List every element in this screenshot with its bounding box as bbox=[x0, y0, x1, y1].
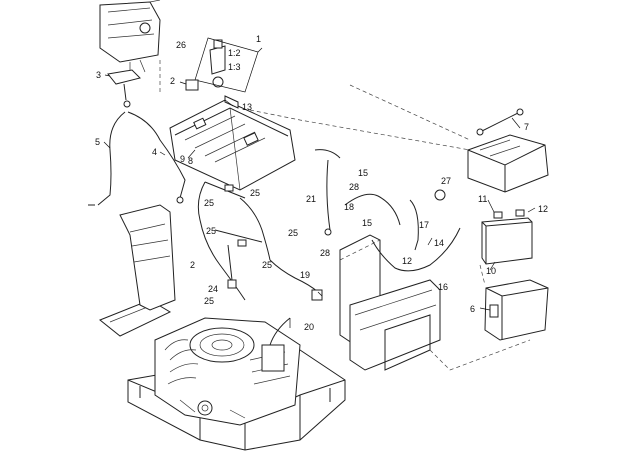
wire-4 bbox=[127, 111, 186, 199]
right-frame bbox=[339, 234, 441, 371]
wire-20 bbox=[269, 317, 291, 346]
left-tower bbox=[119, 204, 176, 311]
wire-5 bbox=[97, 111, 126, 206]
callout-1-2: 1:2 bbox=[228, 48, 241, 58]
callout-25-low: 25 bbox=[262, 260, 272, 270]
callout-25-mid: 25 bbox=[206, 226, 216, 236]
callout-7: 7 bbox=[524, 122, 529, 132]
callout-27: 27 bbox=[441, 176, 451, 186]
callout-1: 1 bbox=[256, 34, 261, 44]
callout-25-left: 25 bbox=[204, 198, 214, 208]
control-console bbox=[169, 95, 296, 191]
cable-21 bbox=[314, 149, 341, 236]
callout-6: 6 bbox=[470, 304, 475, 314]
callout-24: 24 bbox=[208, 284, 218, 294]
fuse bbox=[434, 189, 446, 201]
callout-2: 2 bbox=[170, 76, 175, 86]
callout-8: 8 bbox=[188, 156, 193, 166]
key-switch bbox=[194, 37, 259, 93]
callout-15-lower: 15 bbox=[362, 218, 372, 228]
callout-14: 14 bbox=[434, 238, 444, 248]
callout-25-right: 25 bbox=[288, 228, 298, 238]
cable-17 bbox=[409, 199, 419, 251]
callout-3: 3 bbox=[96, 70, 101, 80]
callout-11: 11 bbox=[478, 194, 487, 204]
callout-4: 4 bbox=[152, 147, 157, 157]
callout-1-3: 1:3 bbox=[228, 62, 241, 72]
callout-19: 19 bbox=[300, 270, 310, 280]
callout-25-bottom: 25 bbox=[204, 296, 214, 306]
engine bbox=[154, 317, 301, 426]
callout-28: 28 bbox=[349, 182, 359, 192]
callout-leaders bbox=[103, 47, 536, 328]
callout-25-top: 25 bbox=[250, 188, 260, 198]
callout-labels: 1 1:2 1:3 2 2 3 4 5 6 7 8 9 10 11 12 12 … bbox=[95, 34, 548, 332]
callout-15: 15 bbox=[358, 168, 368, 178]
hold-down-rod bbox=[479, 111, 521, 133]
callout-17: 17 bbox=[419, 220, 429, 230]
main-harness bbox=[197, 181, 323, 301]
callout-10: 10 bbox=[486, 266, 496, 276]
leader-lines bbox=[159, 60, 531, 371]
cable-18 bbox=[344, 193, 401, 226]
callout-12-lower: 12 bbox=[402, 256, 412, 266]
callout-12: 12 bbox=[538, 204, 548, 214]
callout-28-lower: 28 bbox=[320, 248, 330, 258]
relay bbox=[185, 79, 199, 91]
callout-13: 13 bbox=[242, 102, 252, 112]
callout-18: 18 bbox=[344, 202, 354, 212]
battery-cover bbox=[467, 134, 549, 193]
battery bbox=[481, 209, 533, 265]
seat-switch bbox=[107, 69, 141, 108]
battery-tray bbox=[484, 279, 549, 341]
callout-26: 26 bbox=[176, 40, 186, 50]
cable-16 bbox=[371, 227, 461, 272]
callout-20: 20 bbox=[304, 322, 314, 332]
callout-16: 16 bbox=[438, 282, 448, 292]
top-assembly bbox=[99, 0, 161, 73]
callout-5: 5 bbox=[95, 137, 100, 147]
callout-9: 9 bbox=[180, 154, 185, 164]
callout-21: 21 bbox=[306, 194, 316, 204]
callout-2-lower: 2 bbox=[190, 260, 195, 270]
